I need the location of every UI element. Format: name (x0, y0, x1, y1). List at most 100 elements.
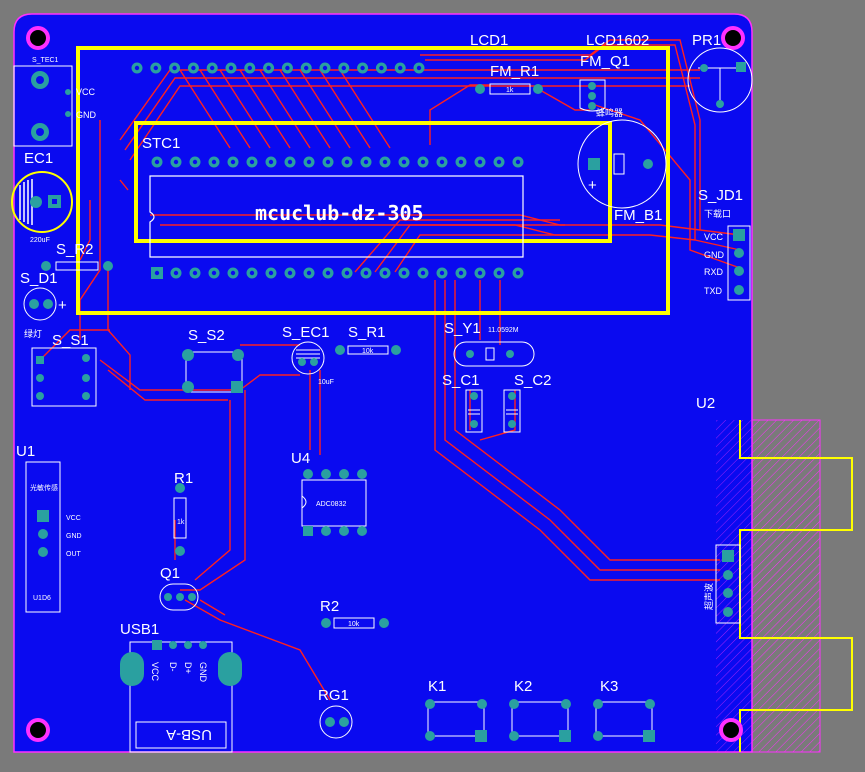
pad-hole (287, 159, 293, 165)
lcd1-label: LCD1 (470, 32, 508, 49)
s-jd1-label: S_JD1 (698, 187, 743, 204)
pad-hole (360, 65, 365, 71)
pad-hole (230, 270, 236, 276)
pad-hole (247, 65, 252, 71)
fm-b1-plus: + (588, 177, 597, 194)
fm-b1-buzzer[interactable] (577, 119, 667, 209)
fm-r1-value: 1k (506, 87, 514, 94)
s-r1-resistor[interactable] (335, 345, 401, 355)
s-r2-label: S_R2 (56, 241, 94, 258)
rg1-led[interactable] (319, 705, 353, 739)
fm-b1-label: FM_B1 (614, 207, 662, 224)
pad-hole (379, 65, 384, 71)
stc-mcu-top-pins[interactable] (151, 156, 524, 168)
r1-label: R1 (174, 470, 193, 487)
pad-hole (363, 270, 369, 276)
s-c2-label: S_C2 (514, 372, 552, 389)
pad-hole (266, 65, 271, 71)
pad-hole (210, 65, 215, 71)
u1-gnd: GND (66, 533, 82, 540)
pad-hole (154, 159, 160, 165)
s-d1-led[interactable] (23, 287, 57, 321)
u1-sensor-module[interactable] (25, 461, 61, 613)
pad-hole (304, 65, 309, 71)
k1-button[interactable] (425, 699, 487, 742)
pad-hole (382, 270, 388, 276)
pad-hole (153, 65, 158, 71)
fm-r1-label: FM_R1 (490, 63, 539, 80)
pad-hole (382, 159, 388, 165)
pad-hole (401, 159, 407, 165)
s-r1-label: S_R1 (348, 324, 386, 341)
ec1-capacitor[interactable] (11, 171, 73, 233)
pad-hole (477, 159, 483, 165)
u2-label: U2 (696, 395, 715, 412)
lcd1602-pin-header[interactable] (131, 62, 425, 74)
pad-hole (192, 159, 198, 165)
k3-label: K3 (600, 678, 618, 695)
ec1-value: 220uF (30, 237, 50, 244)
copper-traces (39, 39, 741, 701)
pad-hole (173, 159, 179, 165)
s-r2-resistor[interactable] (41, 261, 113, 271)
ec1-label: EC1 (24, 150, 53, 167)
q1-transistor[interactable] (159, 583, 199, 611)
pad-hole (306, 159, 312, 165)
s-tec1-footprint[interactable] (13, 65, 73, 147)
pad-hole (496, 270, 502, 276)
pr1-potentiometer[interactable] (687, 47, 753, 113)
s-ec1-label: S_EC1 (282, 324, 330, 341)
pad-hole (134, 65, 140, 71)
ultrasonic-module-outline (716, 419, 853, 753)
q1-label: Q1 (160, 565, 180, 582)
s-jd1-vcc: VCC (704, 232, 724, 242)
pad-hole (211, 159, 217, 165)
u2-ultrasonic-header[interactable] (715, 544, 741, 624)
s-c1-capacitor[interactable] (465, 389, 483, 433)
fm-r1-resistor[interactable] (475, 83, 543, 95)
pad-hole (287, 270, 293, 276)
stc-mcu-bottom-pins[interactable] (151, 267, 524, 279)
s-jd1-note: 下载口 (704, 208, 731, 219)
s-d1-note: 绿灯 (24, 328, 42, 339)
mcu-label: mcuclub-dz-305 (255, 201, 424, 225)
r2-label: R2 (320, 598, 339, 615)
r1-value: 1k (177, 519, 185, 526)
s-s1-label: S_S1 (52, 332, 89, 349)
pad-hole (230, 159, 236, 165)
k2-button[interactable] (509, 699, 571, 742)
s-y1-value: 11.0592M (488, 327, 519, 334)
pad-hole (268, 270, 274, 276)
s-d1-plus: + (58, 297, 67, 314)
u4-adc-chip[interactable] (301, 469, 367, 536)
fm-q1-transistor[interactable] (579, 79, 606, 112)
k3-button[interactable] (593, 699, 655, 742)
r2-value: 10k (348, 621, 360, 628)
s-tec1-vcc: VCC (76, 87, 96, 97)
s-jd1-header[interactable] (727, 225, 751, 301)
pad-hole (249, 159, 255, 165)
pad-hole (228, 65, 234, 71)
r1-resistor[interactable] (173, 483, 187, 556)
s-d1-label: S_D1 (20, 270, 58, 287)
k1-label: K1 (428, 678, 446, 695)
r2-resistor[interactable] (321, 617, 389, 629)
u1-vcc: VCC (66, 515, 81, 522)
mcu-highlight-frame[interactable] (134, 121, 612, 243)
pad-hole (515, 270, 521, 276)
s-c2-capacitor[interactable] (503, 389, 521, 433)
fm-b1-cn: 蜂鸣器 (596, 107, 623, 118)
pad-hole (325, 270, 331, 276)
s-s2-button[interactable] (182, 349, 244, 393)
s-ec1-capacitor[interactable] (291, 341, 325, 375)
s-y1-crystal[interactable] (453, 341, 535, 367)
pad-hole (173, 270, 179, 276)
pad-hole (322, 65, 328, 71)
lcd-highlight-frame[interactable] (76, 46, 670, 315)
pad-hole (154, 270, 160, 276)
usb1-connector[interactable] (120, 640, 242, 753)
s-s1-switch[interactable] (31, 347, 97, 407)
pad-hole (344, 270, 350, 276)
